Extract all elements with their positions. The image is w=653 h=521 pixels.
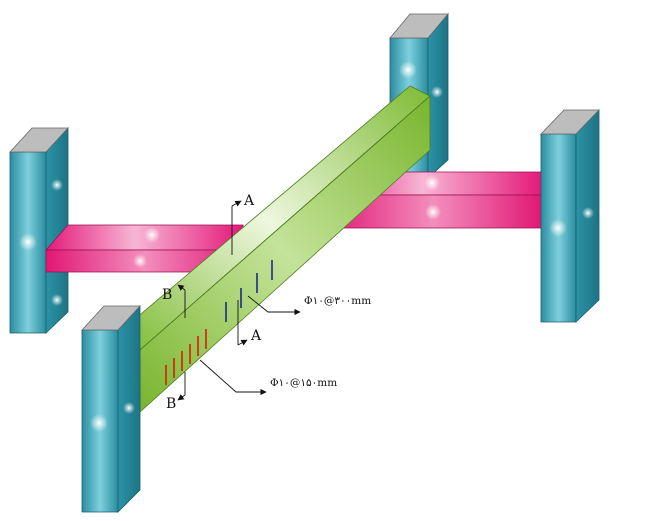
- stirrup-dense-note: Φ۱۰@۱۵۰mm: [270, 377, 337, 389]
- leader-stirrup-dense: [199, 359, 267, 396]
- column-right: [540, 109, 600, 323]
- section-label-b-top: B: [162, 287, 172, 303]
- leader-stirrup-wide: [247, 295, 301, 316]
- stirrup-wide-note: Φ۱۰@۳۰۰mm: [304, 295, 371, 307]
- stirrups-dense: [165, 329, 207, 385]
- stirrups-wide: [225, 260, 273, 322]
- section-line-b: [177, 284, 186, 401]
- section-label-b-bottom: B: [166, 396, 176, 412]
- column-left: [9, 126, 69, 334]
- section-label-a-bottom: A: [250, 328, 262, 344]
- section-label-a-top: A: [243, 193, 255, 209]
- section-line-a: [231, 200, 248, 346]
- column-front-left: [81, 304, 141, 513]
